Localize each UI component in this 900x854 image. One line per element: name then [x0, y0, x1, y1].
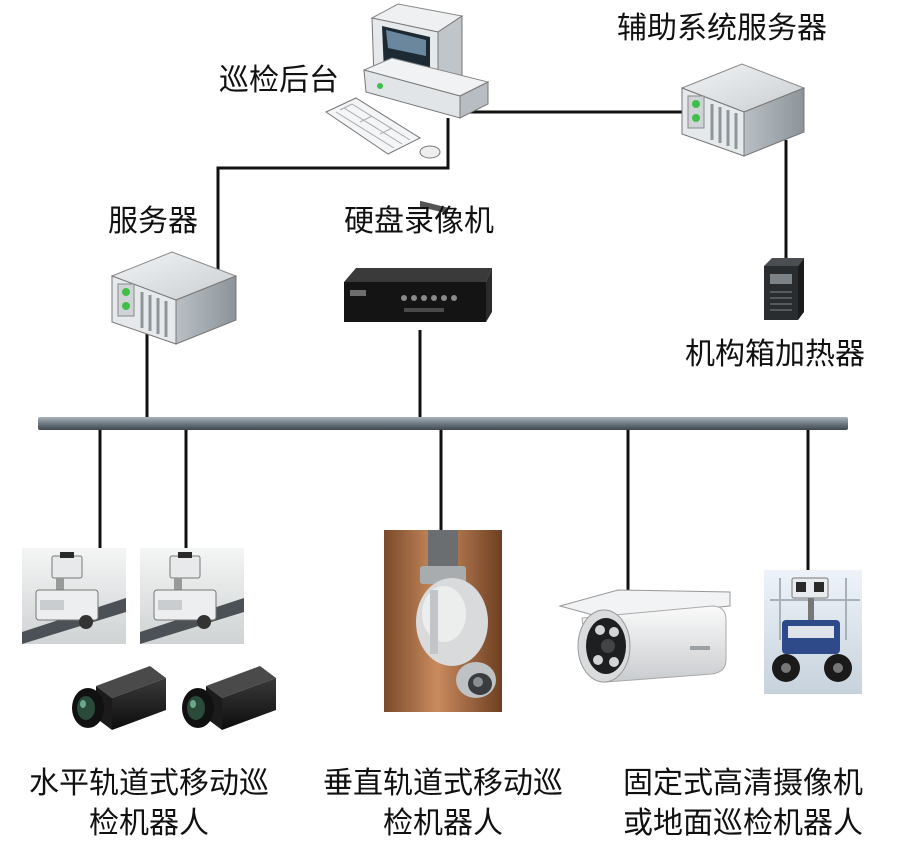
fixed-camera-label: 固定式高清摄像机 或地面巡检机器人: [608, 764, 878, 844]
aux-server-label: 辅助系统服务器: [617, 11, 827, 46]
line-console-to-server: [216, 118, 450, 280]
fixed-camera-label-line1: 固定式高清摄像机: [623, 766, 863, 801]
computer-workstation-icon: [324, 3, 490, 214]
thermal-camera-icon-1: [72, 666, 166, 730]
thermal-camera-icon-2: [182, 666, 276, 730]
server-label: 服务器: [108, 204, 198, 239]
vertical-robot-label-line1: 垂直轨道式移动巡: [323, 766, 563, 801]
vertical-robot-label: 垂直轨道式移动巡 检机器人: [308, 764, 578, 844]
horizontal-robot-label-line1: 水平轨道式移动巡: [29, 766, 269, 801]
cabinet-heater-label: 机构箱加热器: [685, 337, 865, 372]
connection-lines: [98, 110, 810, 598]
vertical-robot-label-line2: 检机器人: [383, 806, 503, 841]
horizontal-robot-label-line2: 检机器人: [89, 806, 209, 841]
network-bus: [38, 417, 848, 430]
rail-robot-icon-1: [22, 548, 126, 644]
aux-server-rack-server-icon: [680, 63, 806, 157]
server-rack-server-icon: [110, 251, 238, 345]
bullet-camera-icon: [558, 589, 731, 683]
nvr-dvr-recorder-icon: [344, 268, 492, 322]
cabinet-heater-icon: [764, 258, 804, 320]
ground-robot-icon: [764, 570, 862, 694]
vertical-robot-icon: [384, 530, 502, 712]
rail-robot-icon-2: [140, 548, 244, 644]
horizontal-robot-label: 水平轨道式移动巡 检机器人: [14, 764, 284, 844]
fixed-camera-label-line2: 或地面巡检机器人: [623, 806, 863, 841]
patrol-console-label: 巡检后台: [219, 63, 339, 98]
nvr-label: 硬盘录像机: [344, 204, 494, 239]
